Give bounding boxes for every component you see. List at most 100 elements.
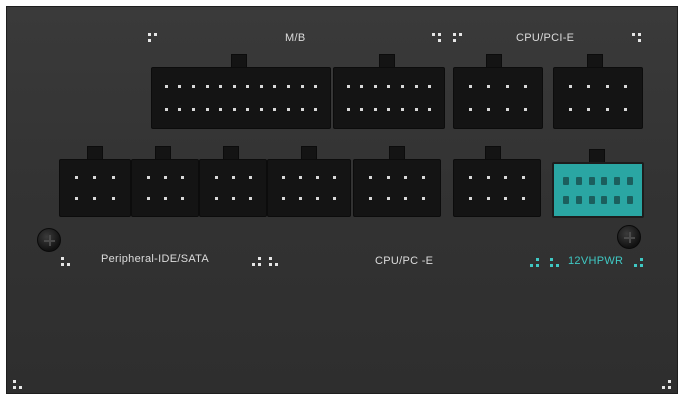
12vhpwr-connector <box>552 162 644 218</box>
connector-pin <box>386 175 390 179</box>
connector-pin <box>468 197 472 201</box>
connector-pin <box>587 108 591 112</box>
connector-pin <box>75 197 79 201</box>
corner-mark <box>252 257 261 266</box>
connector-pin <box>246 108 250 112</box>
connector-pin <box>386 197 390 201</box>
mark-dot <box>154 33 157 36</box>
connector-pin <box>588 195 595 204</box>
connector-pin <box>219 108 223 112</box>
mb-24pin-connector <box>151 67 331 129</box>
left-mounting-screw <box>37 228 61 252</box>
connector-pin <box>360 108 364 112</box>
connector-latch <box>389 146 405 160</box>
mark-dot <box>61 257 64 260</box>
mark-dot <box>550 264 553 267</box>
mark-dot <box>453 33 456 36</box>
connector-pin <box>111 197 115 201</box>
connector-pin <box>300 108 304 112</box>
mark-dot <box>530 264 533 267</box>
connector-pin <box>287 84 291 88</box>
mark-dot <box>258 257 261 260</box>
label-12vhpwr: 12VHPWR <box>568 255 624 267</box>
connector-pin <box>163 175 167 179</box>
connector-pin <box>522 175 526 179</box>
connector-pin <box>623 84 627 88</box>
connector-pin <box>428 108 432 112</box>
connector-pin <box>569 84 573 88</box>
connector-pin <box>164 84 168 88</box>
connector-pin <box>180 175 184 179</box>
connector-pin <box>422 197 426 201</box>
connector-pin <box>504 175 508 179</box>
connector-pin <box>569 108 573 112</box>
connector-pin <box>505 108 509 112</box>
connector-pin <box>93 197 97 201</box>
mark-dot <box>252 263 255 266</box>
connector-pin <box>523 84 527 88</box>
connector-pin <box>332 197 336 201</box>
connector-pin <box>287 108 291 112</box>
mark-dot <box>556 264 559 267</box>
mark-dot <box>13 386 16 389</box>
cpu-pcie-8pin-connector-2 <box>553 67 643 129</box>
connector-pin <box>605 108 609 112</box>
connector-pin <box>219 84 223 88</box>
mark-dot <box>258 263 261 266</box>
connector-pin <box>248 197 252 201</box>
connector-pin <box>523 108 527 112</box>
connector-pin <box>332 175 336 179</box>
connector-pin <box>414 108 418 112</box>
connector-pin <box>205 108 209 112</box>
mark-dot <box>662 386 665 389</box>
connector-pin <box>469 108 473 112</box>
connector-latch <box>231 54 247 68</box>
mark-dot <box>459 33 462 36</box>
connector-pin <box>232 108 236 112</box>
connector-pin <box>404 197 408 201</box>
connector-pin <box>387 84 391 88</box>
mark-dot <box>638 39 641 42</box>
peripheral-connector-4 <box>267 159 351 217</box>
connector-pin <box>314 84 318 88</box>
mark-dot <box>19 386 22 389</box>
connector-pin <box>487 108 491 112</box>
connector-pin <box>111 175 115 179</box>
mark-dot <box>668 380 671 383</box>
connector-pin <box>346 84 350 88</box>
mark-dot <box>148 39 151 42</box>
mb-10pin-connector <box>333 67 445 129</box>
corner-mark <box>269 257 278 266</box>
connector-pin <box>563 176 570 185</box>
corner-mark <box>432 33 441 42</box>
connector-pin <box>373 108 377 112</box>
right-mounting-screw <box>617 225 641 249</box>
connector-pin <box>93 175 97 179</box>
connector-pin <box>146 175 150 179</box>
connector-pin <box>232 84 236 88</box>
connector-latch <box>301 146 317 160</box>
connector-pin <box>404 175 408 179</box>
corner-mark <box>632 33 641 42</box>
connector-pin <box>282 197 286 201</box>
connector-latch <box>587 54 603 68</box>
mark-dot <box>432 33 435 36</box>
mark-dot <box>269 263 272 266</box>
corner-mark-teal <box>634 258 643 267</box>
mark-dot <box>275 263 278 266</box>
connector-pin <box>75 175 79 179</box>
mark-dot <box>634 264 637 267</box>
connector-pin <box>422 175 426 179</box>
mark-dot <box>632 33 635 36</box>
connector-pin <box>575 176 582 185</box>
connector-pin <box>163 197 167 201</box>
connector-pin <box>563 195 570 204</box>
connector-pin <box>401 108 405 112</box>
connector-pin <box>191 108 195 112</box>
connector-pin <box>428 84 432 88</box>
connector-pin <box>626 176 633 185</box>
connector-pin <box>231 175 235 179</box>
connector-pin <box>300 84 304 88</box>
connector-pin <box>214 175 218 179</box>
connector-pin <box>575 195 582 204</box>
